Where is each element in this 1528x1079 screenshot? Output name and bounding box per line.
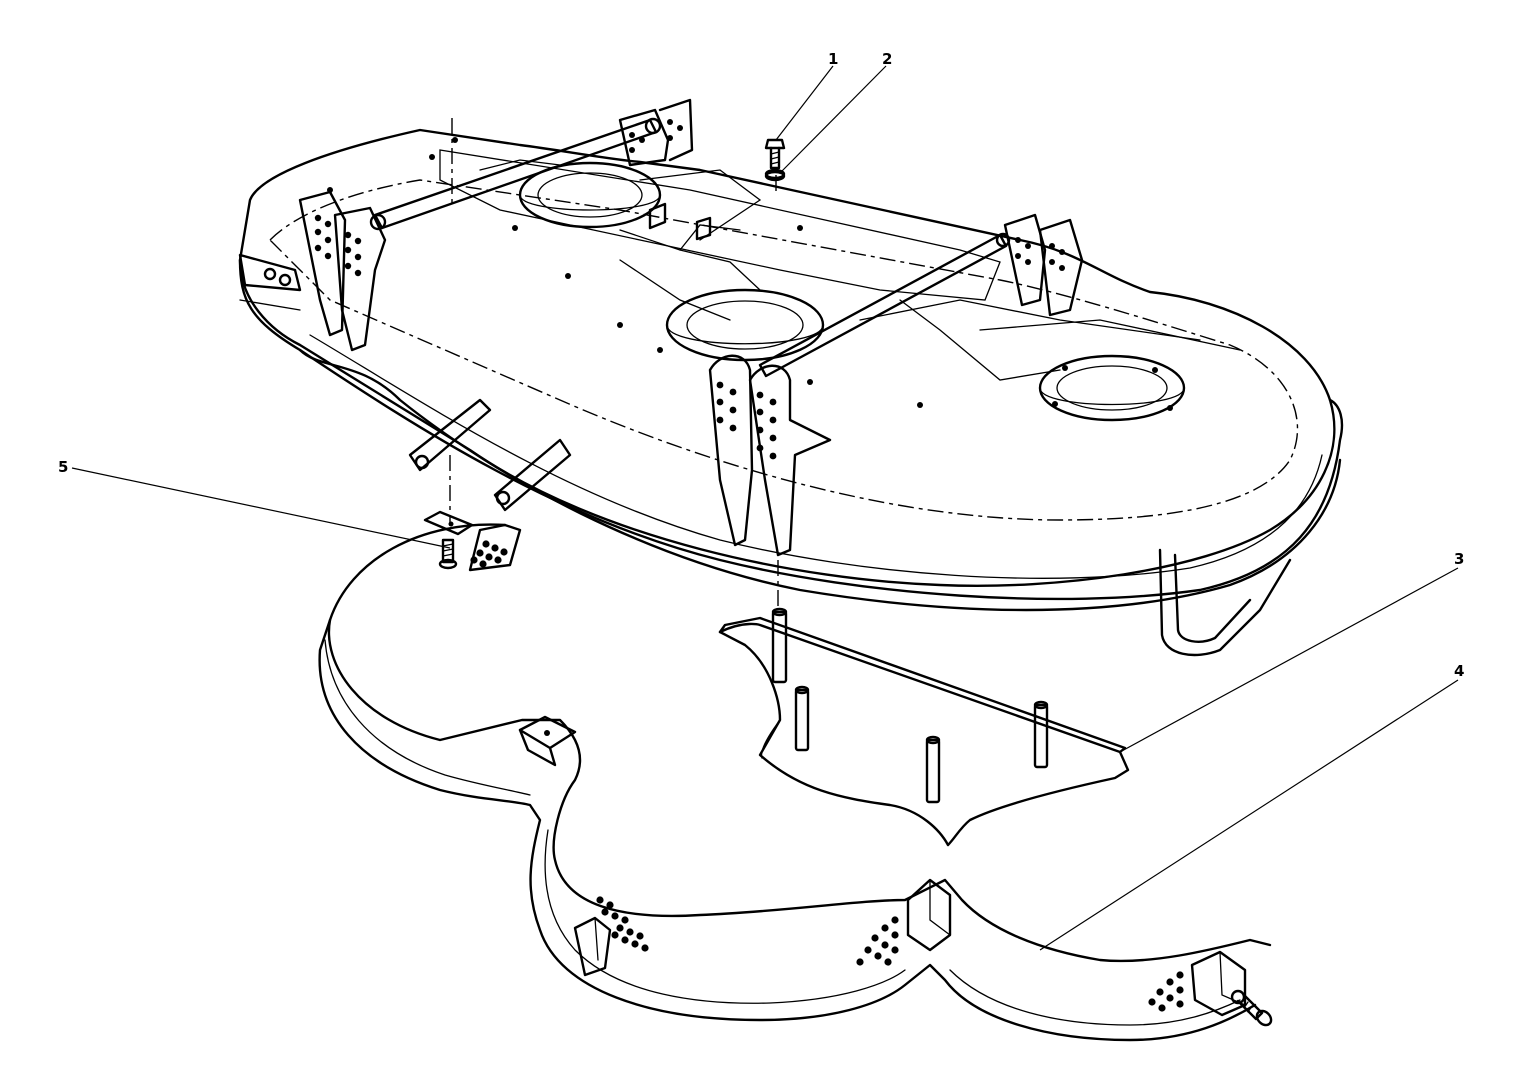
mower-deck-housing	[238, 98, 1344, 657]
mounting-plate	[718, 607, 1130, 847]
perforations-middle	[856, 916, 899, 966]
perforations-lower-left	[596, 896, 649, 952]
height-bracket-front	[708, 354, 832, 557]
height-bracket-right	[1003, 213, 1084, 317]
callout-4: 4	[1454, 662, 1464, 680]
callout-1: 1	[828, 50, 838, 68]
spindle-opening-right	[1038, 354, 1186, 422]
washer	[764, 168, 786, 182]
callout-2: 2	[882, 50, 892, 68]
spindle-opening-left	[518, 161, 662, 229]
callout-5: 5	[58, 458, 68, 476]
height-bracket-rear	[618, 98, 694, 167]
callouts: 1 2 3 4 5	[58, 50, 1464, 680]
carriage-bolt-right	[1230, 989, 1273, 1027]
discharge-baffle	[318, 510, 1272, 1042]
callout-3: 3	[1454, 550, 1464, 568]
perforations-right	[1148, 971, 1184, 1012]
leader-lines	[71, 65, 1459, 951]
spindle-opening-center	[665, 288, 825, 362]
carriage-bolt	[438, 538, 458, 570]
height-bracket-left	[298, 190, 387, 352]
bolt	[764, 138, 786, 170]
